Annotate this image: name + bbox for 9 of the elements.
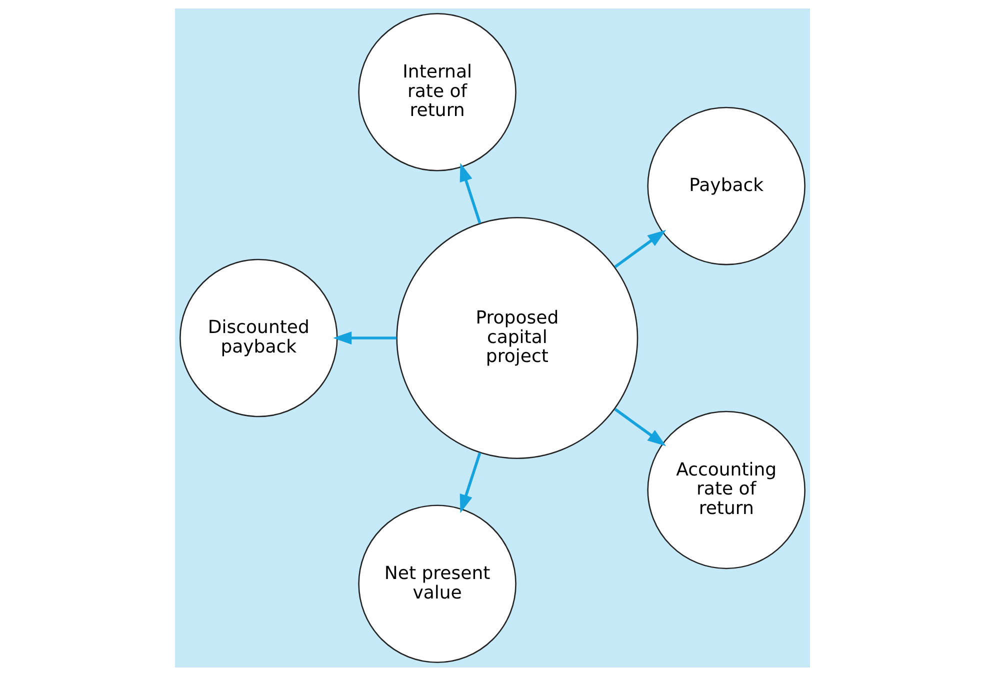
node-circle: Proposed capital project [396,217,638,459]
node-circle: Net present value [358,504,516,664]
arrow [460,452,482,514]
node-circle: Internal rate of return [358,12,516,172]
node-circle: Discounted payback [180,258,338,418]
arrow [460,162,482,224]
arrow [614,408,666,446]
arrow [333,332,397,344]
arrow [614,230,666,268]
